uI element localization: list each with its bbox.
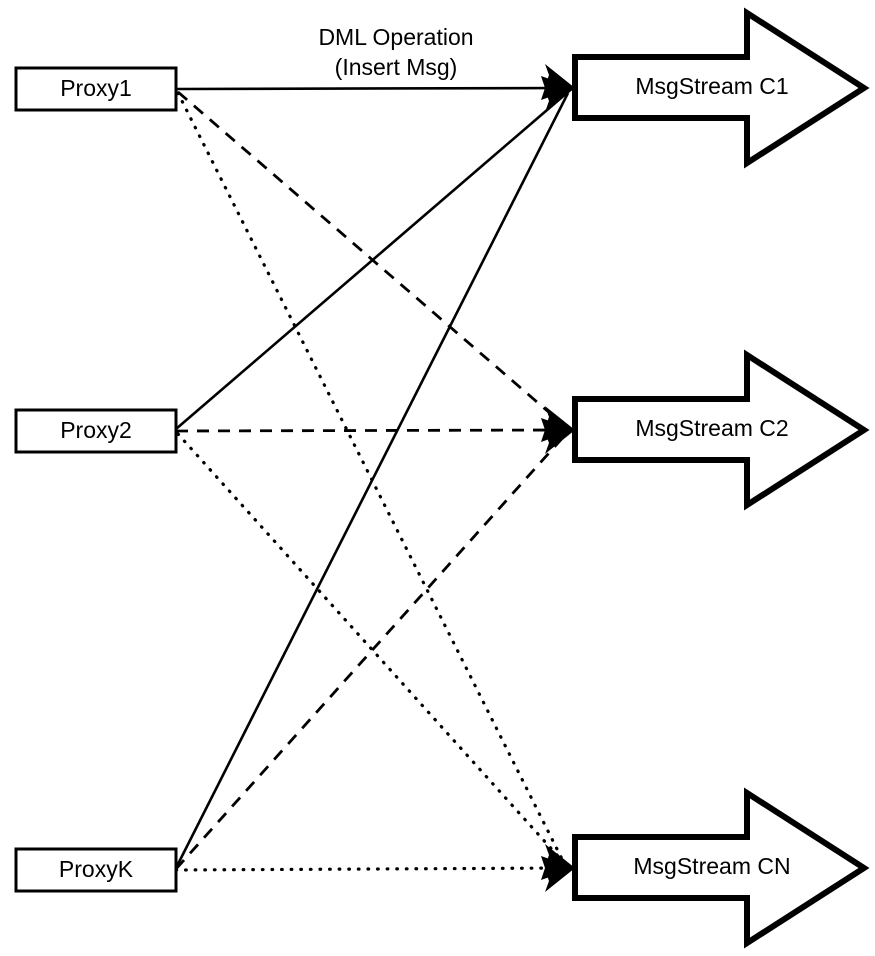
dml-annotation-line-2: (Insert Msg) bbox=[335, 54, 458, 80]
msgstream-label: MsgStream CN bbox=[633, 853, 790, 879]
arrowheads-layer bbox=[541, 64, 575, 892]
connector-proxy2-to-c2 bbox=[175, 428, 567, 433]
msgstream-label: MsgStream C2 bbox=[635, 415, 788, 441]
proxy-label: Proxy2 bbox=[60, 417, 132, 443]
proxy-node-proxy1[interactable]: Proxy1 bbox=[14, 66, 178, 112]
connector-proxyk-to-c1 bbox=[174, 92, 570, 869]
msgstream-node-stream_c2[interactable]: MsgStream C2 bbox=[572, 349, 870, 511]
msgstream-arrow-shape bbox=[572, 349, 870, 511]
proxy-node-proxy2[interactable]: Proxy2 bbox=[14, 408, 178, 454]
msgstream-nodes-layer: MsgStream C1 MsgStream C2 MsgStream CN bbox=[572, 7, 870, 949]
dml-operation-annotation: DML Operation (Insert Msg) bbox=[318, 24, 473, 80]
proxy-box-rect bbox=[14, 66, 178, 112]
msgstream-node-stream_cn[interactable]: MsgStream CN bbox=[572, 787, 870, 949]
msgstream-node-stream_c1[interactable]: MsgStream C1 bbox=[572, 7, 870, 169]
msgstream-arrow-shape bbox=[572, 787, 870, 949]
arrowhead-head-c2 bbox=[541, 406, 575, 454]
msgstream-label: MsgStream C1 bbox=[635, 73, 788, 99]
connector-proxyk-to-cn bbox=[174, 866, 567, 872]
proxy-box-rect bbox=[14, 408, 178, 454]
connector-proxyk-to-c2 bbox=[174, 433, 568, 870]
connector-proxy2-to-c1 bbox=[175, 91, 569, 430]
proxy-label: Proxy1 bbox=[60, 75, 132, 101]
proxy-node-proxyk[interactable]: ProxyK bbox=[14, 847, 178, 893]
arrowhead-head-cn bbox=[541, 844, 575, 892]
proxy-box-rect bbox=[14, 847, 178, 893]
proxy-label: ProxyK bbox=[59, 856, 134, 882]
connector-proxy1-to-c1 bbox=[175, 86, 569, 91]
msgstream-arrow-shape bbox=[572, 7, 870, 169]
arrowhead-head-c1 bbox=[541, 64, 575, 112]
connector-links-layer bbox=[174, 86, 570, 872]
dml-annotation-line-1: DML Operation bbox=[318, 24, 473, 50]
